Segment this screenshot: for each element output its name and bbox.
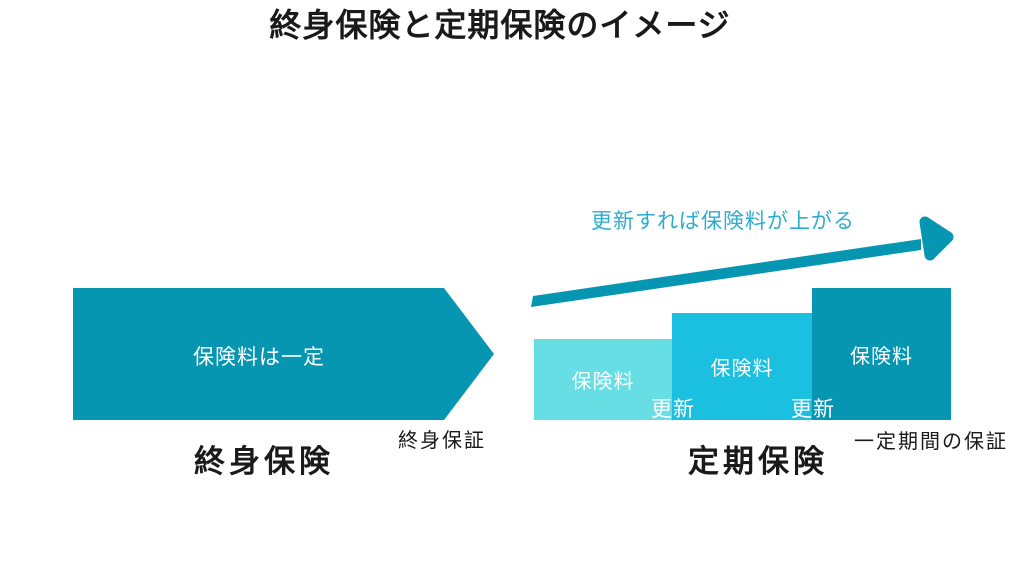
premium-rise-arrow-head-icon — [919, 216, 954, 261]
whole-life-arrow-shape — [73, 288, 494, 420]
term-guarantee-label: 一定期間の保証 — [854, 431, 1008, 453]
term-premium-box-3-label: 保険料 — [850, 345, 913, 368]
term-insurance-name: 定期保険 — [688, 444, 828, 479]
term-premium-box-1: 保険料 — [534, 339, 672, 420]
renewal-label-1: 更新 — [651, 398, 695, 421]
premium-rise-arrow-line — [531, 239, 921, 307]
term-premium-box-1-label: 保険料 — [571, 371, 635, 393]
term-premium-box-2-label: 保険料 — [710, 358, 774, 380]
whole-life-guarantee-label: 終身保証 — [398, 430, 486, 452]
whole-life-premium-label: 保険料は一定 — [193, 346, 325, 369]
page-title: 終身保険と定期保険のイメージ — [269, 7, 731, 43]
renewal-label-2: 更新 — [791, 398, 835, 421]
whole-life-name: 終身保険 — [194, 444, 334, 479]
renewal-premium-rise-annotation: 更新すれば保険料が上がる — [591, 210, 855, 233]
term-premium-box-2: 保険料 — [672, 313, 812, 420]
term-premium-box-3: 保険料 — [812, 288, 951, 420]
